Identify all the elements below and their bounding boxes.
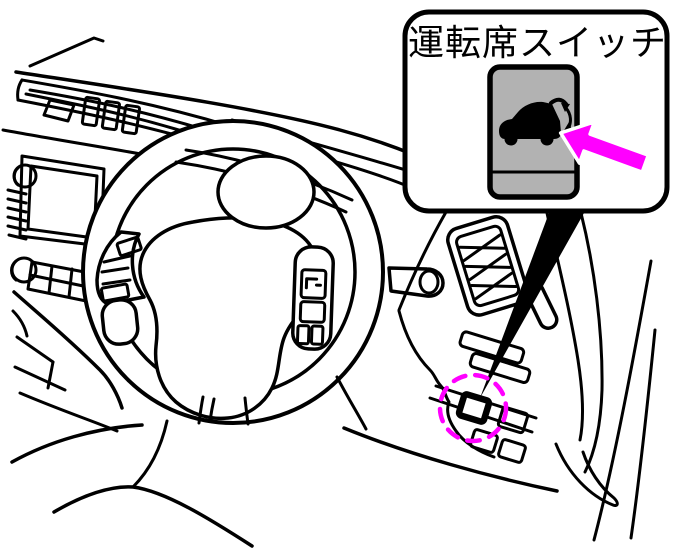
lower-spoke <box>197 395 250 426</box>
suv-open-tailgate-icon <box>499 97 572 146</box>
tailgate-switch-graphic <box>487 64 651 200</box>
callout-label: 運転席スイッチ <box>408 22 668 63</box>
door-pillar-lines <box>592 259 657 542</box>
right-spoke-switch-pod <box>291 245 335 351</box>
windshield-pillar-line <box>28 36 105 68</box>
left-spoke-grip <box>100 298 140 346</box>
wheel-rim-outer <box>81 119 385 425</box>
steering-wheel <box>81 119 385 426</box>
callout-box <box>402 9 670 214</box>
press-direction-arrow-icon <box>558 120 651 174</box>
leader-pointer <box>480 213 584 398</box>
lower-switch-panel <box>428 330 538 464</box>
horn-pad <box>216 154 316 230</box>
center-vent-band <box>16 78 237 154</box>
driver-seat-tailgate-switch <box>455 391 493 425</box>
side-vent-slats <box>6 188 28 241</box>
left-spoke-switch-pod <box>95 230 146 306</box>
wiper-stalk <box>387 266 445 298</box>
audio-knob <box>12 163 38 189</box>
right-air-vent <box>446 215 530 317</box>
seat-console-curves <box>10 419 254 548</box>
airbag-pad <box>138 216 320 421</box>
vent-vane <box>80 95 141 136</box>
highlight-dashed-circle <box>437 372 509 444</box>
